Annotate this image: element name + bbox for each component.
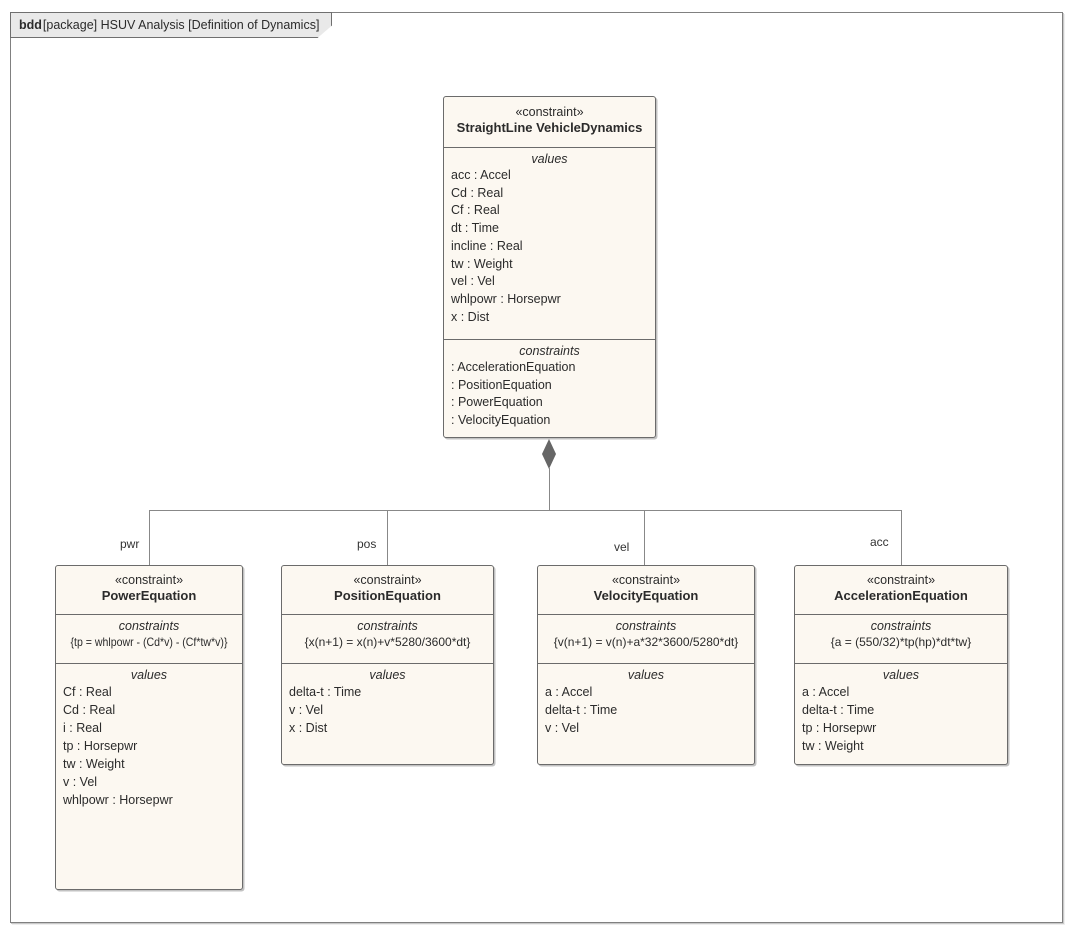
frame-keyword: bdd bbox=[19, 18, 42, 32]
values-compartment-label: values bbox=[130, 668, 168, 682]
constraints-compartment[interactable]: constraints {x(n+1) = x(n)+v*5280/3600*d… bbox=[282, 614, 493, 663]
connector-drop-vel[interactable] bbox=[644, 510, 645, 565]
constraints-compartment-label: constraints bbox=[615, 619, 677, 633]
connector-trunk[interactable] bbox=[549, 468, 550, 510]
values-compartment-label: values bbox=[531, 152, 568, 166]
constraint-row: : PowerEquation bbox=[451, 395, 543, 410]
connector-drop-acc[interactable] bbox=[901, 510, 902, 565]
constraints-compartment[interactable]: constraints {tp = whlpowr - (Cd*v) - (Cf… bbox=[56, 614, 242, 663]
constraint-row: : AccelerationEquation bbox=[451, 360, 576, 374]
role-label-pwr: pwr bbox=[120, 537, 140, 551]
values-compartment[interactable]: values a : Accel delta-t : Time tp : Hor… bbox=[795, 663, 1007, 764]
block-name: AccelerationEquation bbox=[834, 588, 968, 603]
value-row: whlpowr : Horsepwr bbox=[451, 291, 561, 306]
value-row: delta-t : Time bbox=[802, 703, 875, 717]
value-row: tw : Weight bbox=[63, 757, 125, 771]
constraint-expression: {x(n+1) = x(n)+v*5280/3600*dt} bbox=[304, 635, 471, 649]
value-row: v : Vel bbox=[63, 775, 98, 789]
value-row: delta-t : Time bbox=[289, 685, 362, 699]
constraint-row: : PositionEquation bbox=[451, 377, 552, 392]
diagram-frame-tab[interactable]: bdd [package] HSUV Analysis [Definition … bbox=[10, 12, 332, 38]
constraint-row: : VelocityEquation bbox=[451, 413, 551, 428]
role-label-vel: vel bbox=[614, 540, 630, 554]
value-row: v : Vel bbox=[289, 703, 324, 717]
value-row: Cd : Real bbox=[63, 703, 116, 717]
constraints-compartment[interactable]: constraints {a = (550/32)*tp(hp)*dt*tw} bbox=[795, 614, 1007, 663]
connector-drop-pos[interactable] bbox=[387, 510, 388, 565]
connector-drop-pwr[interactable] bbox=[149, 510, 150, 565]
value-row: v : Vel bbox=[545, 721, 580, 735]
constraints-compartment[interactable]: constraints {v(n+1) = v(n)+a*32*3600/528… bbox=[538, 614, 754, 663]
value-row: tw : Weight bbox=[451, 256, 513, 271]
constraints-compartment[interactable]: constraints : AccelerationEquation : Pos… bbox=[444, 339, 655, 437]
frame-title: [package] HSUV Analysis [Definition of D… bbox=[42, 18, 320, 32]
value-row: whlpowr : Horsepwr bbox=[63, 793, 173, 807]
constraint-expression: {a = (550/32)*tp(hp)*dt*tw} bbox=[830, 635, 972, 649]
constraint-expression: {tp = whlpowr - (Cd*v) - (Cf*tw*v)} bbox=[70, 635, 228, 649]
value-row: i : Real bbox=[63, 721, 102, 735]
block-name: VelocityEquation bbox=[593, 588, 699, 603]
value-row: acc : Accel bbox=[451, 168, 511, 182]
role-label-pos: pos bbox=[357, 537, 377, 551]
stereotype-label: «constraint» bbox=[866, 573, 936, 587]
stereotype-label: «constraint» bbox=[353, 573, 422, 587]
value-row: a : Accel bbox=[802, 685, 850, 699]
block-title[interactable]: «constraint» AccelerationEquation bbox=[795, 566, 1007, 614]
value-row: x : Dist bbox=[451, 309, 490, 324]
block-title[interactable]: «constraint» PowerEquation bbox=[56, 566, 242, 614]
constraints-compartment-label: constraints bbox=[357, 619, 418, 633]
values-compartment[interactable]: values delta-t : Time v : Vel x : Dist bbox=[282, 663, 493, 764]
value-row: x : Dist bbox=[289, 721, 328, 735]
stereotype-label: «constraint» bbox=[611, 573, 681, 587]
value-row: delta-t : Time bbox=[545, 703, 618, 717]
constraints-compartment-label: constraints bbox=[118, 619, 180, 633]
block-velocityequation[interactable]: «constraint» VelocityEquation constraint… bbox=[537, 565, 755, 765]
block-straightline-vehicledynamics[interactable]: «constraint» StraightLine VehicleDynamic… bbox=[443, 96, 656, 438]
constraint-expression: {v(n+1) = v(n)+a*32*3600/5280*dt} bbox=[553, 635, 739, 649]
block-positionequation[interactable]: «constraint» PositionEquation constraint… bbox=[281, 565, 494, 765]
value-row: Cf : Real bbox=[63, 685, 112, 699]
constraints-compartment-label: constraints bbox=[519, 344, 580, 358]
values-compartment-label: values bbox=[369, 668, 406, 682]
value-row: tp : Horsepwr bbox=[802, 721, 877, 735]
stereotype-label: «constraint» bbox=[114, 573, 184, 587]
value-row: tw : Weight bbox=[802, 739, 864, 753]
connector-bus[interactable] bbox=[149, 510, 902, 511]
block-title[interactable]: «constraint» StraightLine VehicleDynamic… bbox=[444, 97, 655, 147]
values-compartment-label: values bbox=[627, 668, 665, 682]
role-label-acc: acc bbox=[870, 535, 889, 549]
values-compartment[interactable]: values a : Accel delta-t : Time v : Vel bbox=[538, 663, 754, 764]
composition-diamond-icon[interactable] bbox=[542, 439, 556, 469]
block-name: StraightLine VehicleDynamics bbox=[456, 120, 643, 135]
block-name: PowerEquation bbox=[101, 588, 197, 603]
constraints-compartment-label: constraints bbox=[870, 619, 932, 633]
values-compartment[interactable]: values acc : Accel Cd : Real Cf : Real d… bbox=[444, 147, 655, 339]
value-row: a : Accel bbox=[545, 685, 593, 699]
block-powerequation[interactable]: «constraint» PowerEquation constraints {… bbox=[55, 565, 243, 890]
block-title[interactable]: «constraint» VelocityEquation bbox=[538, 566, 754, 614]
stereotype-label: «constraint» bbox=[515, 105, 584, 119]
values-compartment[interactable]: values Cf : Real Cd : Real i : Real tp :… bbox=[56, 663, 242, 889]
value-row: tp : Horsepwr bbox=[63, 739, 138, 753]
values-compartment-label: values bbox=[882, 668, 920, 682]
block-name: PositionEquation bbox=[334, 588, 441, 603]
value-row: vel : Vel bbox=[451, 274, 495, 289]
value-row: Cd : Real bbox=[451, 185, 504, 200]
value-row: Cf : Real bbox=[451, 203, 500, 218]
block-title[interactable]: «constraint» PositionEquation bbox=[282, 566, 493, 614]
block-accelerationequation[interactable]: «constraint» AccelerationEquation constr… bbox=[794, 565, 1008, 765]
value-row: incline : Real bbox=[451, 238, 523, 253]
value-row: dt : Time bbox=[451, 221, 499, 236]
